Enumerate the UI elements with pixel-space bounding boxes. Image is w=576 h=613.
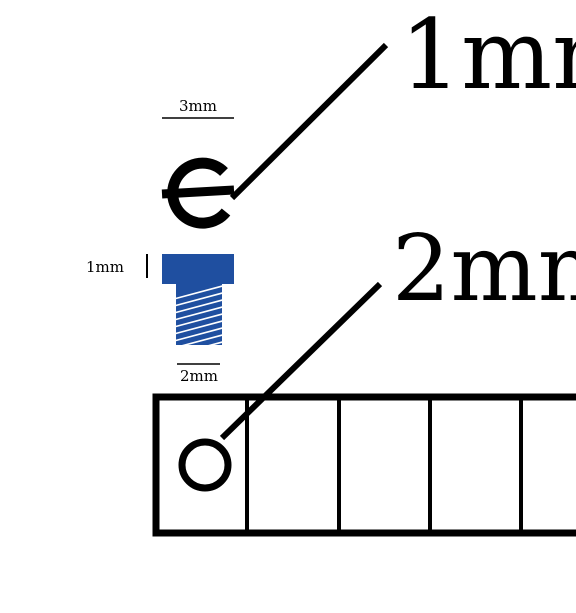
large-label-1mm: 1mm [400,0,576,111]
large-label-2mm: 2mm [392,215,576,322]
cell-strip [152,393,576,537]
strip-outline [152,393,576,537]
dimension-label-3mm: 3mm [179,97,217,115]
dimension-label-1mm: 1mm [86,258,124,276]
slotted-screw-icon [161,157,235,229]
circle-hole-icon [178,438,232,492]
dimension-label-2mm: 2mm [180,367,218,385]
threaded-bolt-icon [162,254,234,345]
leader-line-top [229,42,389,201]
